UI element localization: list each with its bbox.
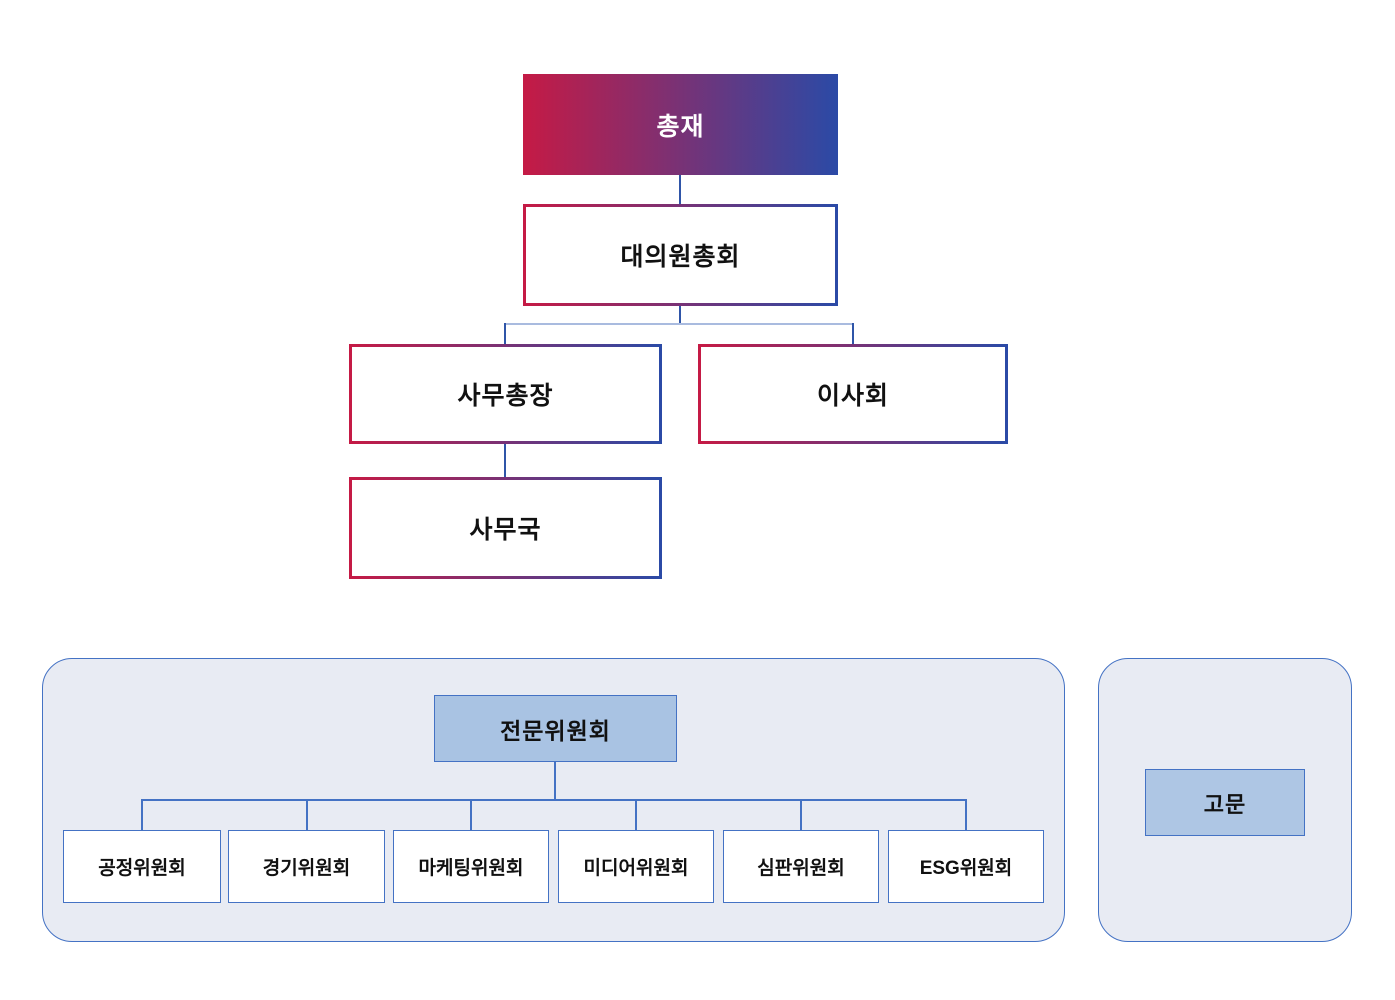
connector-drop-committee-1 <box>141 799 143 830</box>
node-advisor-label: 고문 <box>1203 791 1247 817</box>
node-secretariat: 사무국 <box>349 477 662 579</box>
connector-assembly-horizontal <box>505 323 854 325</box>
node-committee-fairness: 공정위원회 <box>63 830 221 903</box>
node-secretary-general: 사무총장 <box>349 344 662 444</box>
node-board-label: 이사회 <box>816 382 889 410</box>
node-president: 총재 <box>523 74 838 175</box>
node-committee-parent: 전문위원회 <box>434 695 677 762</box>
node-committee-fairness-label: 공정위원회 <box>98 858 186 879</box>
node-committee-esg-label: ESG위원회 <box>919 858 1013 879</box>
connector-secretary-secretariat <box>504 444 506 477</box>
node-committee-media-label: 미디어위원회 <box>583 858 689 879</box>
node-delegate-assembly: 대의원총회 <box>523 204 838 306</box>
connector-drop-committee-4 <box>635 799 637 830</box>
node-committee-parent-label: 전문위원회 <box>500 717 611 744</box>
node-committee-marketing: 마케팅위원회 <box>393 830 549 903</box>
node-secretary-general-label: 사무총장 <box>457 382 554 410</box>
node-committee-game: 경기위원회 <box>228 830 385 903</box>
node-president-label: 총재 <box>656 112 705 141</box>
connector-committees-horizontal <box>141 799 967 801</box>
connector-drop-board <box>852 323 854 344</box>
node-committee-marketing-label: 마케팅위원회 <box>418 858 524 879</box>
connector-drop-secretary-general <box>504 323 506 344</box>
connector-drop-committee-6 <box>965 799 967 830</box>
node-committee-media: 미디어위원회 <box>558 830 714 903</box>
connector-drop-committee-2 <box>306 799 308 830</box>
node-committee-referee: 심판위원회 <box>723 830 879 903</box>
connector-drop-committee-3 <box>470 799 472 830</box>
node-secretariat-label: 사무국 <box>469 516 542 544</box>
node-delegate-assembly-label: 대의원총회 <box>620 243 741 271</box>
connector-committee-parent-down <box>554 762 556 799</box>
connector-drop-committee-5 <box>800 799 802 830</box>
node-committee-esg: ESG위원회 <box>888 830 1044 903</box>
node-advisor: 고문 <box>1145 769 1305 836</box>
node-board: 이사회 <box>698 344 1008 444</box>
connector-president-assembly <box>679 175 681 205</box>
connector-assembly-down <box>679 306 681 324</box>
node-committee-game-label: 경기위원회 <box>262 858 351 879</box>
node-committee-referee-label: 심판위원회 <box>757 858 845 879</box>
